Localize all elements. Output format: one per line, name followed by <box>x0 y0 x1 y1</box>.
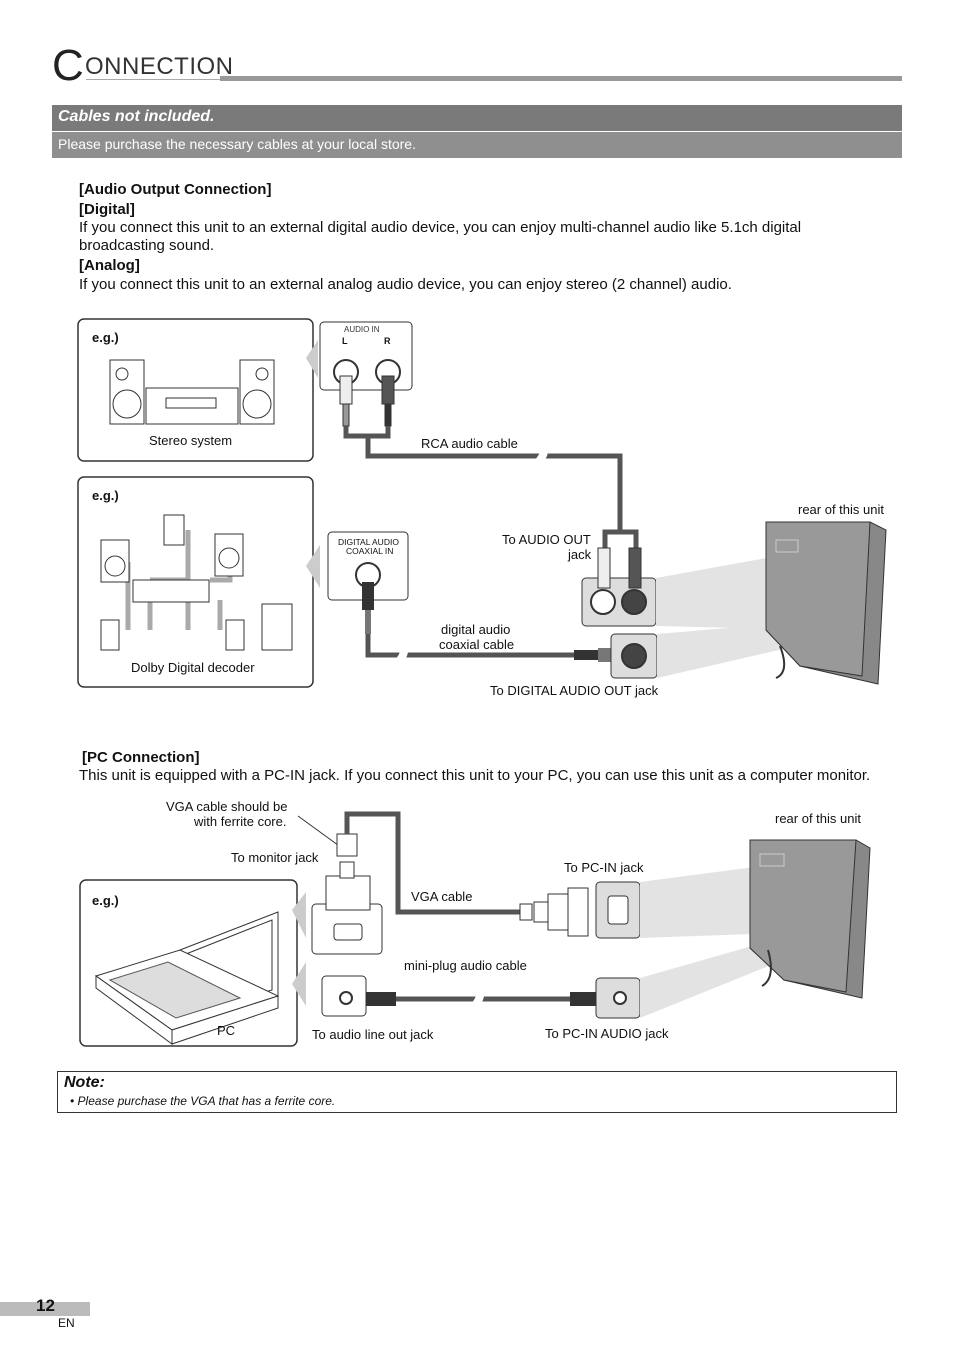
audio-in-label: AUDIO IN <box>344 325 380 334</box>
to-audio-out-label-1: To AUDIO OUT <box>502 532 591 547</box>
note-title: Note: <box>64 1074 105 1091</box>
page-title: ONNECTION <box>85 53 234 80</box>
pc-heading: [PC Connection] <box>82 749 200 766</box>
audio-in-l: L <box>342 336 348 346</box>
audio-heading: [Audio Output Connection] <box>79 181 272 198</box>
title-underline <box>86 79 220 80</box>
digital-text-1: If you connect this unit to an external … <box>79 219 802 236</box>
audio-in-r: R <box>384 336 391 346</box>
rca-cable-label: RCA audio cable <box>421 436 518 451</box>
digital-text-2: broadcasting sound. <box>79 237 215 254</box>
cables-heading: Cables not included. <box>58 108 215 125</box>
vga-cable-label: VGA cable <box>411 889 473 904</box>
digital-in-label-1: DIGITAL AUDIO <box>338 537 399 547</box>
pc-text: This unit is equipped with a PC-IN jack.… <box>79 767 871 784</box>
coax-label-2: coaxial cable <box>439 637 515 652</box>
dolby-label: Dolby Digital decoder <box>131 660 255 675</box>
eg-label-3: e.g.) <box>92 893 119 908</box>
to-monitor-label: To monitor jack <box>231 850 319 865</box>
note-item: • Please purchase the VGA that has a fer… <box>70 1094 336 1108</box>
laptop-icon <box>94 911 280 1045</box>
pc-diagram <box>79 811 871 1047</box>
rear-unit-label-2: rear of this unit <box>775 811 861 826</box>
eg-label-2: e.g.) <box>92 488 119 503</box>
pc-label: PC <box>217 1023 236 1038</box>
to-pc-in-label: To PC-IN jack <box>564 860 644 875</box>
stereo-label: Stereo system <box>149 433 233 448</box>
note-box: Note: • Please purchase the VGA that has… <box>57 1071 897 1113</box>
to-pc-audio-label: To PC-IN AUDIO jack <box>545 1026 669 1041</box>
tv-rear-icon <box>765 521 887 685</box>
surround-speakers-icon <box>100 514 293 651</box>
title-rule <box>220 76 902 81</box>
analog-heading: [Analog] <box>79 257 140 274</box>
note-item-text: Please purchase the VGA that has a ferri… <box>77 1094 336 1108</box>
page-number: 12 <box>36 1296 55 1315</box>
stereo-speakers-icon <box>109 359 275 425</box>
audio-diagram <box>77 318 887 688</box>
coax-label-1: digital audio <box>441 622 511 637</box>
to-line-out-label: To audio line out jack <box>312 1027 434 1042</box>
rear-unit-label-1: rear of this unit <box>798 502 884 517</box>
to-digital-out-label: To DIGITAL AUDIO OUT jack <box>490 683 659 698</box>
digital-heading: [Digital] <box>79 201 135 218</box>
eg-label-1: e.g.) <box>92 330 119 345</box>
ferrite-label-1: VGA cable should be <box>166 799 288 814</box>
ferrite-label-2: with ferrite core. <box>194 814 287 829</box>
tv-rear-icon-2 <box>749 839 871 999</box>
digital-in-label-2: COAXIAL IN <box>346 546 394 556</box>
analog-text: If you connect this unit to an external … <box>79 276 732 293</box>
cables-banner: Cables not included. <box>52 105 902 131</box>
title-initial: C <box>52 41 84 90</box>
to-audio-out-label-2: jack <box>568 547 592 562</box>
mini-plug-label: mini-plug audio cable <box>404 958 527 973</box>
page-language: EN <box>58 1316 75 1330</box>
cables-subbanner: Please purchase the necessary cables at … <box>52 132 902 158</box>
cables-subtext: Please purchase the necessary cables at … <box>58 136 416 152</box>
